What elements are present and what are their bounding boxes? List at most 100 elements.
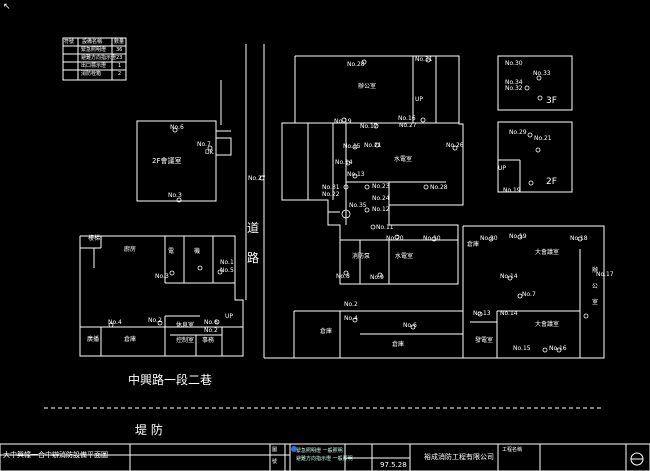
equipment-no-label: No.34 <box>505 79 523 86</box>
legend-row-qty: 23 <box>116 55 123 61</box>
company-name: 裕成消防工程有限公司 <box>424 453 494 461</box>
room-label: 消防泵 <box>352 253 371 260</box>
building-3f <box>497 55 573 111</box>
equipment-no-label: No.13 <box>347 171 365 178</box>
room-label: 水電室 <box>395 253 414 260</box>
equipment-no-label: No.8 <box>336 273 350 280</box>
equipment-no-label: No.6 <box>204 319 218 326</box>
equipment-no-label: No.14 <box>500 273 518 280</box>
title-legend-item: 緊急照明燈 一般照明 <box>296 448 343 454</box>
equipment-no-label: No.17 <box>360 123 378 130</box>
equipment-no-label: No.21 <box>364 142 382 149</box>
equipment-no-label: No.13 <box>473 310 491 317</box>
room-label: 控制室 <box>176 337 195 344</box>
room-label: 辦 <box>592 267 599 274</box>
equipment-no-label: No.33 <box>533 70 551 77</box>
equipment-no-label: No.22 <box>322 191 340 198</box>
dk-label: UP <box>498 165 507 172</box>
equipment-no-label: No.1 <box>220 259 234 266</box>
equipment-no-label: No.12 <box>372 206 390 213</box>
equipment-no-label: No.2 <box>148 317 162 324</box>
equipment-no-label: No.16 <box>398 115 416 122</box>
equipment-no-label: No.2 <box>204 327 218 334</box>
project-label: 工程名稱 <box>502 447 523 453</box>
road-label-2: 路 <box>247 251 260 265</box>
room-label: 倉庫 <box>124 336 137 343</box>
up-label: UP <box>225 313 234 320</box>
building-2f <box>497 121 573 193</box>
main-building <box>281 55 464 285</box>
room-label: 電 <box>168 248 175 255</box>
equipment-no-label: No.23 <box>372 183 390 190</box>
dk-label: DK <box>205 149 214 156</box>
equipment-no-label: No.7 <box>197 141 211 148</box>
title-block-frame <box>0 443 650 471</box>
equipment-no-label: No.11 <box>376 224 394 231</box>
equipment-no-label: No.19 <box>503 187 521 194</box>
legend-row-name: 避難方向指示燈 <box>81 55 117 61</box>
equipment-no-label: No.27 <box>248 175 266 182</box>
room-label: 倉庫 <box>320 328 333 335</box>
blue-dot-icon <box>291 446 297 452</box>
equipment-no-label: No.2 <box>344 301 358 308</box>
equipment-no-label: No.28 <box>347 61 365 68</box>
equipment-no-label: No.17 <box>596 271 614 278</box>
equipment-no-label: No.10 <box>423 235 441 242</box>
equipment-no-label: No.35 <box>349 202 367 209</box>
equipment-no-label: No.14 <box>335 159 353 166</box>
equipment-no-label: No.18 <box>570 235 588 242</box>
drawing-date: 97.5.28 <box>380 461 407 469</box>
equipment-no-label: No.15 <box>343 143 361 150</box>
room-label: 辦公室 <box>358 83 377 90</box>
legend-row-qty: 2 <box>118 71 122 77</box>
embankment-label: 堤 防 <box>135 423 163 437</box>
equipment-no-label: No.9 <box>370 274 384 281</box>
equipment-no-label: No.4 <box>108 319 122 326</box>
equipment-no-label: No.3 <box>155 273 169 280</box>
room-label: 倉庫 <box>467 241 480 248</box>
equipment-no-label: No.15 <box>513 345 531 352</box>
room-label: 廣播 <box>87 336 100 343</box>
road-label-1: 道 <box>247 221 260 235</box>
legend-header-qty: 數量 <box>114 39 125 45</box>
legend-row-name: 緊急照明燈 <box>81 47 107 53</box>
equipment-no-label: No.21 <box>534 135 552 142</box>
equipment-no-label: No.5 <box>220 267 234 274</box>
room-label: 大會議室 <box>535 321 560 328</box>
legend-row-qty: 1 <box>118 63 122 69</box>
legend-header-symbol: 符號 <box>64 39 75 45</box>
equipment-no-label: No.19 <box>509 233 527 240</box>
up-label: UP <box>415 96 424 103</box>
equipment-no-label: No.7 <box>522 291 536 298</box>
equipment-no-label: No.4 <box>344 315 358 322</box>
equipment-no-label: No.28 <box>430 184 448 191</box>
legend-table-frame <box>62 37 127 81</box>
equipment-no-label: No.31 <box>322 184 340 191</box>
equipment-no-label: No.24 <box>372 195 390 202</box>
equipment-no-label: No.20 <box>386 235 404 242</box>
room-label: 發電室 <box>475 337 494 344</box>
equipment-no-label: No.6 <box>403 322 417 329</box>
drawing-title: 大中興幢一合中辦消防設備平面圖 <box>3 451 108 459</box>
equipment-no-label: No.31 <box>415 56 433 63</box>
street-label: 中興路一段二巷 <box>128 373 213 387</box>
room-label: 公 <box>592 283 599 290</box>
title-side-label: 號 <box>272 459 278 465</box>
room-label: 水電室 <box>394 156 413 163</box>
room-label: 休息室 <box>176 322 195 329</box>
equipment-no-label: No.32 <box>505 85 523 92</box>
legend-row-name: 出口標示燈 <box>81 63 107 69</box>
room-label: 大會議室 <box>535 249 560 256</box>
lower-left-building <box>79 235 244 357</box>
room-label: 事務 <box>202 337 215 344</box>
equipment-no-label: No.30 <box>505 60 523 67</box>
legend-header-name: 設備名稱 <box>82 39 103 45</box>
room-label: 樓梯 <box>88 235 101 242</box>
left-building <box>136 120 217 202</box>
equipment-no-label: No.29 <box>509 129 527 136</box>
equipment-no-label: No.26 <box>446 142 464 149</box>
meeting-room-label: 2F會議室 <box>152 157 182 165</box>
equipment-no-label: No.19 <box>334 118 352 125</box>
room-label: 廚房 <box>124 246 137 253</box>
